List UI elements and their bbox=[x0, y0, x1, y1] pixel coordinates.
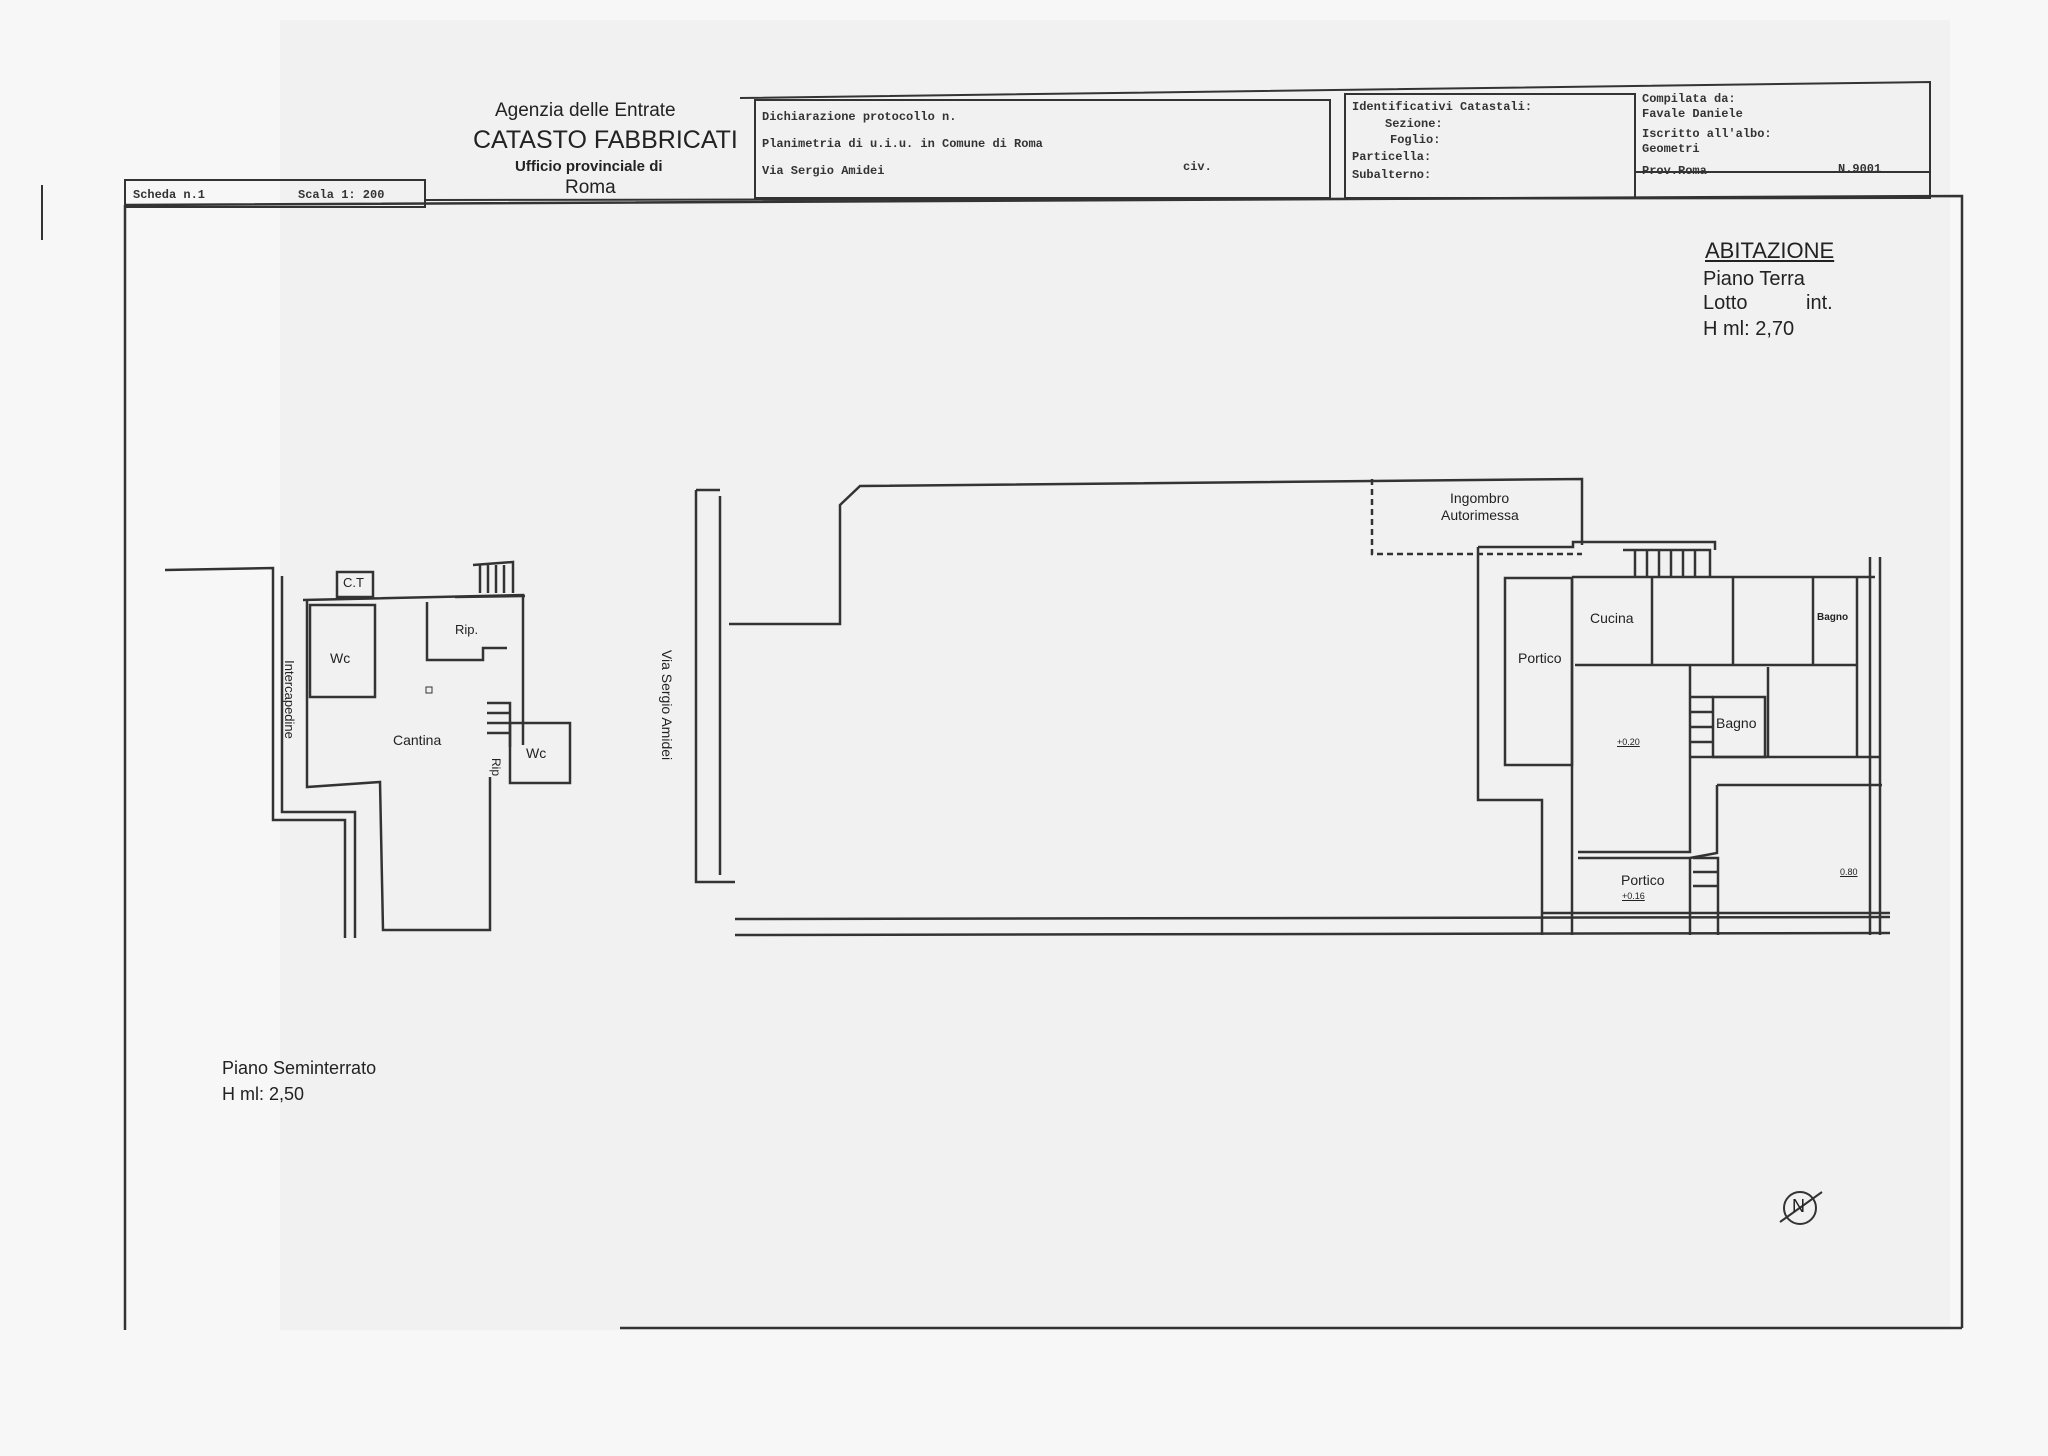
level-living: +0.20 bbox=[1617, 737, 1640, 747]
albo-value: Geometri bbox=[1642, 142, 1700, 156]
identificativi-label: Identificativi Catastali: bbox=[1352, 100, 1533, 114]
level-portico: +0.16 bbox=[1622, 891, 1645, 901]
ground-floor-height: H ml: 2,70 bbox=[1703, 318, 1795, 340]
province-label: Prov.Roma bbox=[1642, 164, 1707, 178]
compilata-label: Compilata da: bbox=[1642, 92, 1736, 106]
room-rip: Rip. bbox=[455, 622, 479, 637]
garage-label-2: Autorimessa bbox=[1441, 507, 1519, 523]
basement-floor-label: Piano Seminterrato bbox=[222, 1058, 377, 1078]
office-city: Roma bbox=[565, 177, 616, 198]
office-title: CATASTO FABBRICATI bbox=[473, 126, 738, 154]
room-cucina: Cucina bbox=[1590, 610, 1634, 626]
scale-label: Scala 1: 200 bbox=[298, 188, 385, 202]
main-frame bbox=[123, 194, 1964, 1330]
street-label: Via Sergio Amidei bbox=[659, 649, 676, 761]
room-intercapedine: Intercapedine bbox=[281, 660, 297, 739]
north-label: N bbox=[1792, 1196, 1805, 1216]
protocol-box bbox=[754, 99, 1331, 199]
room-wc-2: Wc bbox=[526, 745, 547, 761]
protocol-label: Dichiarazione protocollo n. bbox=[762, 110, 957, 124]
room-wc-1: Wc bbox=[330, 650, 351, 666]
provincial-office: Ufficio provinciale di bbox=[515, 158, 663, 175]
basement-plan bbox=[164, 560, 572, 938]
ground-floor-label: Piano Terra bbox=[1703, 268, 1805, 290]
room-portico-2: Portico bbox=[1621, 872, 1665, 888]
room-bagno-1: Bagno bbox=[1817, 612, 1849, 623]
particella-label: Particella: bbox=[1352, 150, 1432, 164]
scan-overlay-sheet bbox=[280, 20, 1950, 1330]
sezione-label: Sezione: bbox=[1385, 117, 1443, 131]
basement-height: H ml: 2,50 bbox=[222, 1084, 305, 1104]
dwelling-title: ABITAZIONE bbox=[1705, 238, 1835, 263]
address-label: Via Sergio Amidei bbox=[762, 164, 885, 178]
int-label: int. bbox=[1806, 292, 1833, 314]
room-rip-2: Rip bbox=[489, 757, 504, 777]
room-ct: C.T bbox=[343, 575, 364, 590]
room-portico: Portico bbox=[1518, 650, 1562, 666]
compiler-name: Favale Daniele bbox=[1642, 107, 1743, 121]
foglio-label: Foglio: bbox=[1390, 133, 1441, 147]
scheda-number: Scheda n.1 bbox=[133, 188, 206, 202]
room-bagno-2: Bagno bbox=[1716, 715, 1757, 731]
subalterno-label: Subalterno: bbox=[1352, 168, 1432, 182]
north-arrow bbox=[1779, 1191, 1823, 1225]
civ-label: civ. bbox=[1183, 160, 1212, 174]
iscritto-label: Iscritto all'albo: bbox=[1642, 127, 1772, 141]
lot-outline bbox=[694, 477, 1891, 937]
garage-footprint bbox=[1370, 479, 1582, 556]
agency-name: Agenzia delle Entrate bbox=[495, 100, 676, 121]
level-garden: 0.80 bbox=[1840, 867, 1858, 877]
lotto-label: Lotto bbox=[1703, 292, 1748, 314]
garage-label-1: Ingombro bbox=[1450, 490, 1510, 506]
registration-number: N.9001 bbox=[1838, 162, 1882, 176]
room-cantina: Cantina bbox=[393, 732, 442, 748]
planimetria-label: Planimetria di u.i.u. in Comune di Roma bbox=[762, 137, 1043, 151]
scheda-box bbox=[124, 179, 426, 208]
ground-floor-plan bbox=[1476, 540, 1890, 935]
